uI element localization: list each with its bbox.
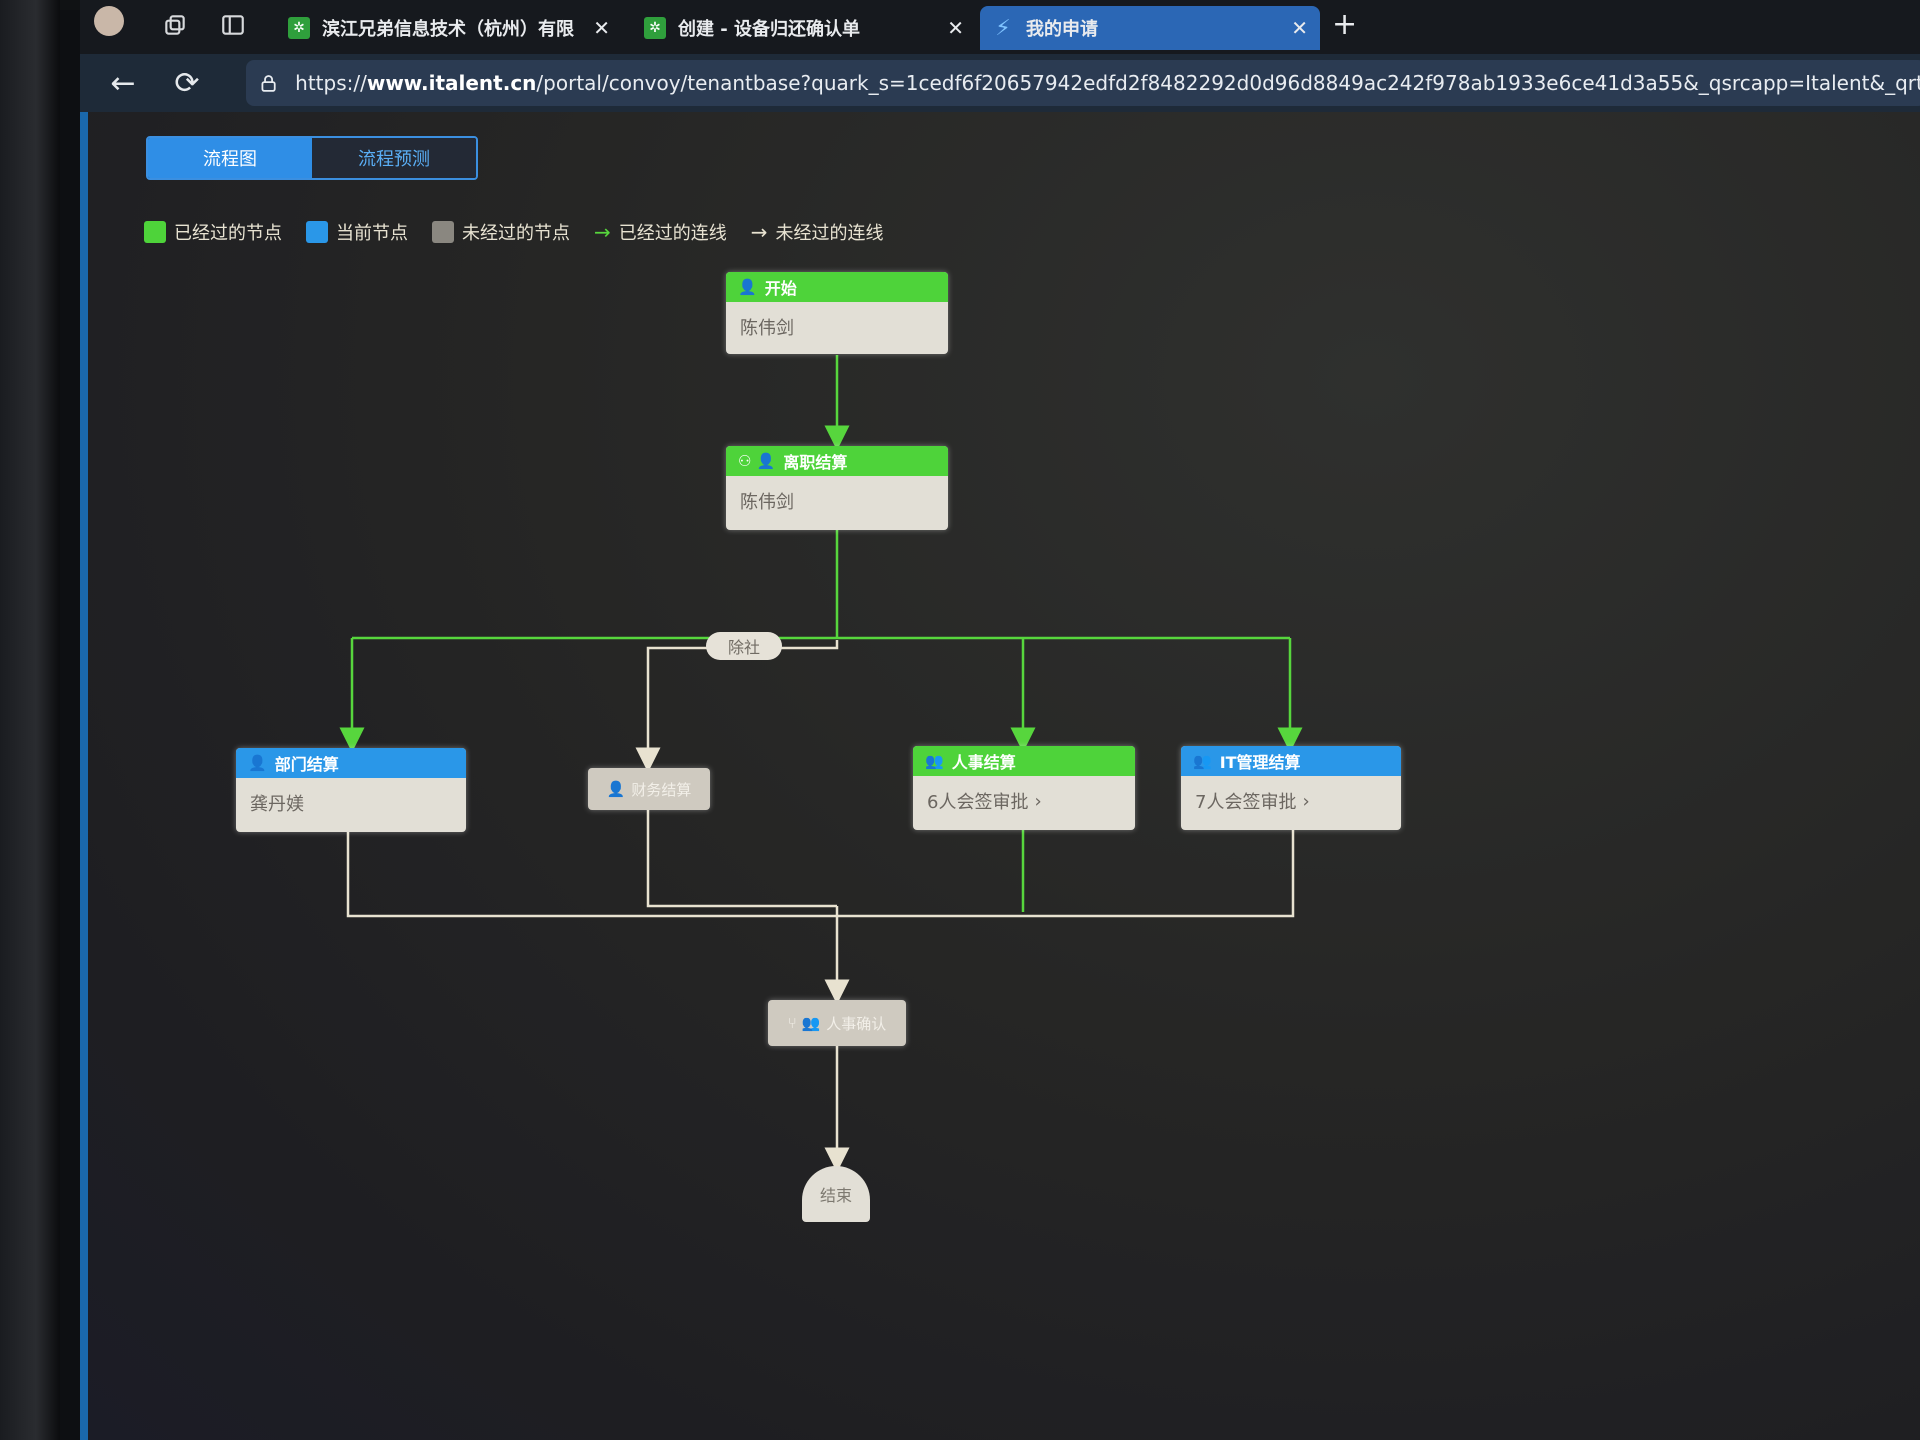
legend-unpassed-node: 未经过的节点 — [432, 219, 570, 245]
tab-my-requests[interactable]: ⚡ 我的申请 ✕ — [980, 6, 1320, 50]
view-toggle: 流程图 流程预测 — [146, 136, 478, 180]
legend-current-node: 当前节点 — [306, 219, 408, 245]
close-tab-icon[interactable]: ✕ — [593, 16, 610, 40]
node-finance-settlement[interactable]: 👤财务结算 — [588, 768, 710, 810]
app-favicon-icon: ⚡ — [995, 15, 1011, 41]
sidebar-toggle-icon[interactable] — [216, 8, 250, 42]
person-icon: 👤 — [738, 278, 757, 296]
chevron-right-icon[interactable]: › — [1034, 790, 1042, 812]
address-bar[interactable]: https://www.italent.cn/portal/convoy/ten… — [246, 60, 1920, 106]
node-it-settlement[interactable]: 👥IT管理结算 7人会签审批› — [1181, 746, 1401, 830]
lock-icon[interactable] — [258, 71, 279, 95]
profile-avatar-icon[interactable] — [94, 6, 124, 36]
line-merge-bar — [346, 828, 1295, 918]
tab-flowchart[interactable]: 流程图 — [148, 138, 312, 178]
branch-condition-label: 除社 — [706, 632, 782, 660]
node-resign-settlement[interactable]: ⚇ 👤离职结算 陈伟剑 — [726, 446, 948, 530]
node-hr-confirm[interactable]: ⑂ 👥人事确认 — [768, 1000, 906, 1046]
browser-chrome: ✲ 滨江兄弟信息技术（杭州）有限 ✕ ✲ 创建 - 设备归还确认单 ✕ ⚡ 我的… — [80, 0, 1920, 112]
tab-company[interactable]: ✲ 滨江兄弟信息技术（杭州）有限 ✕ — [276, 6, 622, 50]
org-person-icon: ⚇ 👤 — [738, 452, 776, 470]
flow-legend: 已经过的节点 当前节点 未经过的节点 → 已经过的连线 → 未经过的连线 — [144, 218, 908, 246]
close-tab-icon[interactable]: ✕ — [1291, 16, 1308, 40]
italent-favicon-icon: ✲ — [288, 17, 310, 39]
green-swatch-icon — [144, 221, 166, 243]
chevron-right-icon[interactable]: › — [1302, 790, 1310, 812]
branch-people-icon: ⑂ 👥 — [787, 1014, 821, 1032]
refresh-icon[interactable]: ⟳ — [174, 65, 200, 101]
italent-favicon-icon: ✲ — [644, 17, 666, 39]
legend-passed-line: → 已经过的连线 — [594, 220, 727, 244]
green-arrow-icon: → — [594, 220, 611, 244]
people-icon: 👥 — [1193, 752, 1212, 770]
person-icon: 👤 — [606, 780, 626, 798]
line-finance-down — [646, 810, 837, 908]
collections-icon[interactable] — [158, 8, 192, 42]
new-tab-icon[interactable]: + — [1332, 7, 1358, 42]
node-assignee: 陈伟剑 — [740, 318, 794, 339]
node-hr-settlement[interactable]: 👥人事结算 6人会签审批› — [913, 746, 1135, 830]
countersign-info: 7人会签审批 — [1195, 792, 1297, 813]
people-icon: 👥 — [925, 752, 944, 770]
node-assignee: 陈伟剑 — [740, 492, 794, 513]
legend-unpassed-line: → 未经过的连线 — [750, 220, 884, 244]
tab-flow-forecast[interactable]: 流程预测 — [312, 138, 476, 178]
node-start[interactable]: 👤开始 陈伟剑 — [726, 272, 948, 354]
legend-passed-node: 已经过的节点 — [144, 219, 282, 245]
tab-strip: ✲ 滨江兄弟信息技术（杭州）有限 ✕ ✲ 创建 - 设备归还确认单 ✕ ⚡ 我的… — [80, 0, 1920, 54]
grey-swatch-icon — [432, 221, 454, 243]
node-end[interactable]: 结束 — [802, 1166, 870, 1222]
url-text[interactable]: https://www.italent.cn/portal/convoy/ten… — [295, 71, 1920, 95]
person-icon: 👤 — [248, 754, 267, 772]
blue-swatch-icon — [306, 221, 328, 243]
monitor-bezel-left — [0, 0, 60, 1440]
white-arrow-icon: → — [750, 220, 768, 244]
close-tab-icon[interactable]: ✕ — [947, 16, 964, 40]
tab-create-form[interactable]: ✲ 创建 - 设备归还确认单 ✕ — [632, 6, 976, 50]
node-dept-settlement[interactable]: 👤部门结算 龚丹媄 — [236, 748, 466, 832]
address-bar-row: ← ⟳ https://www.italent.cn/portal/convoy… — [80, 54, 1920, 112]
countersign-info: 6人会签审批 — [927, 792, 1029, 813]
page-left-edge — [80, 112, 88, 1440]
node-assignee: 龚丹媄 — [250, 794, 304, 815]
back-arrow-icon[interactable]: ← — [110, 65, 136, 101]
